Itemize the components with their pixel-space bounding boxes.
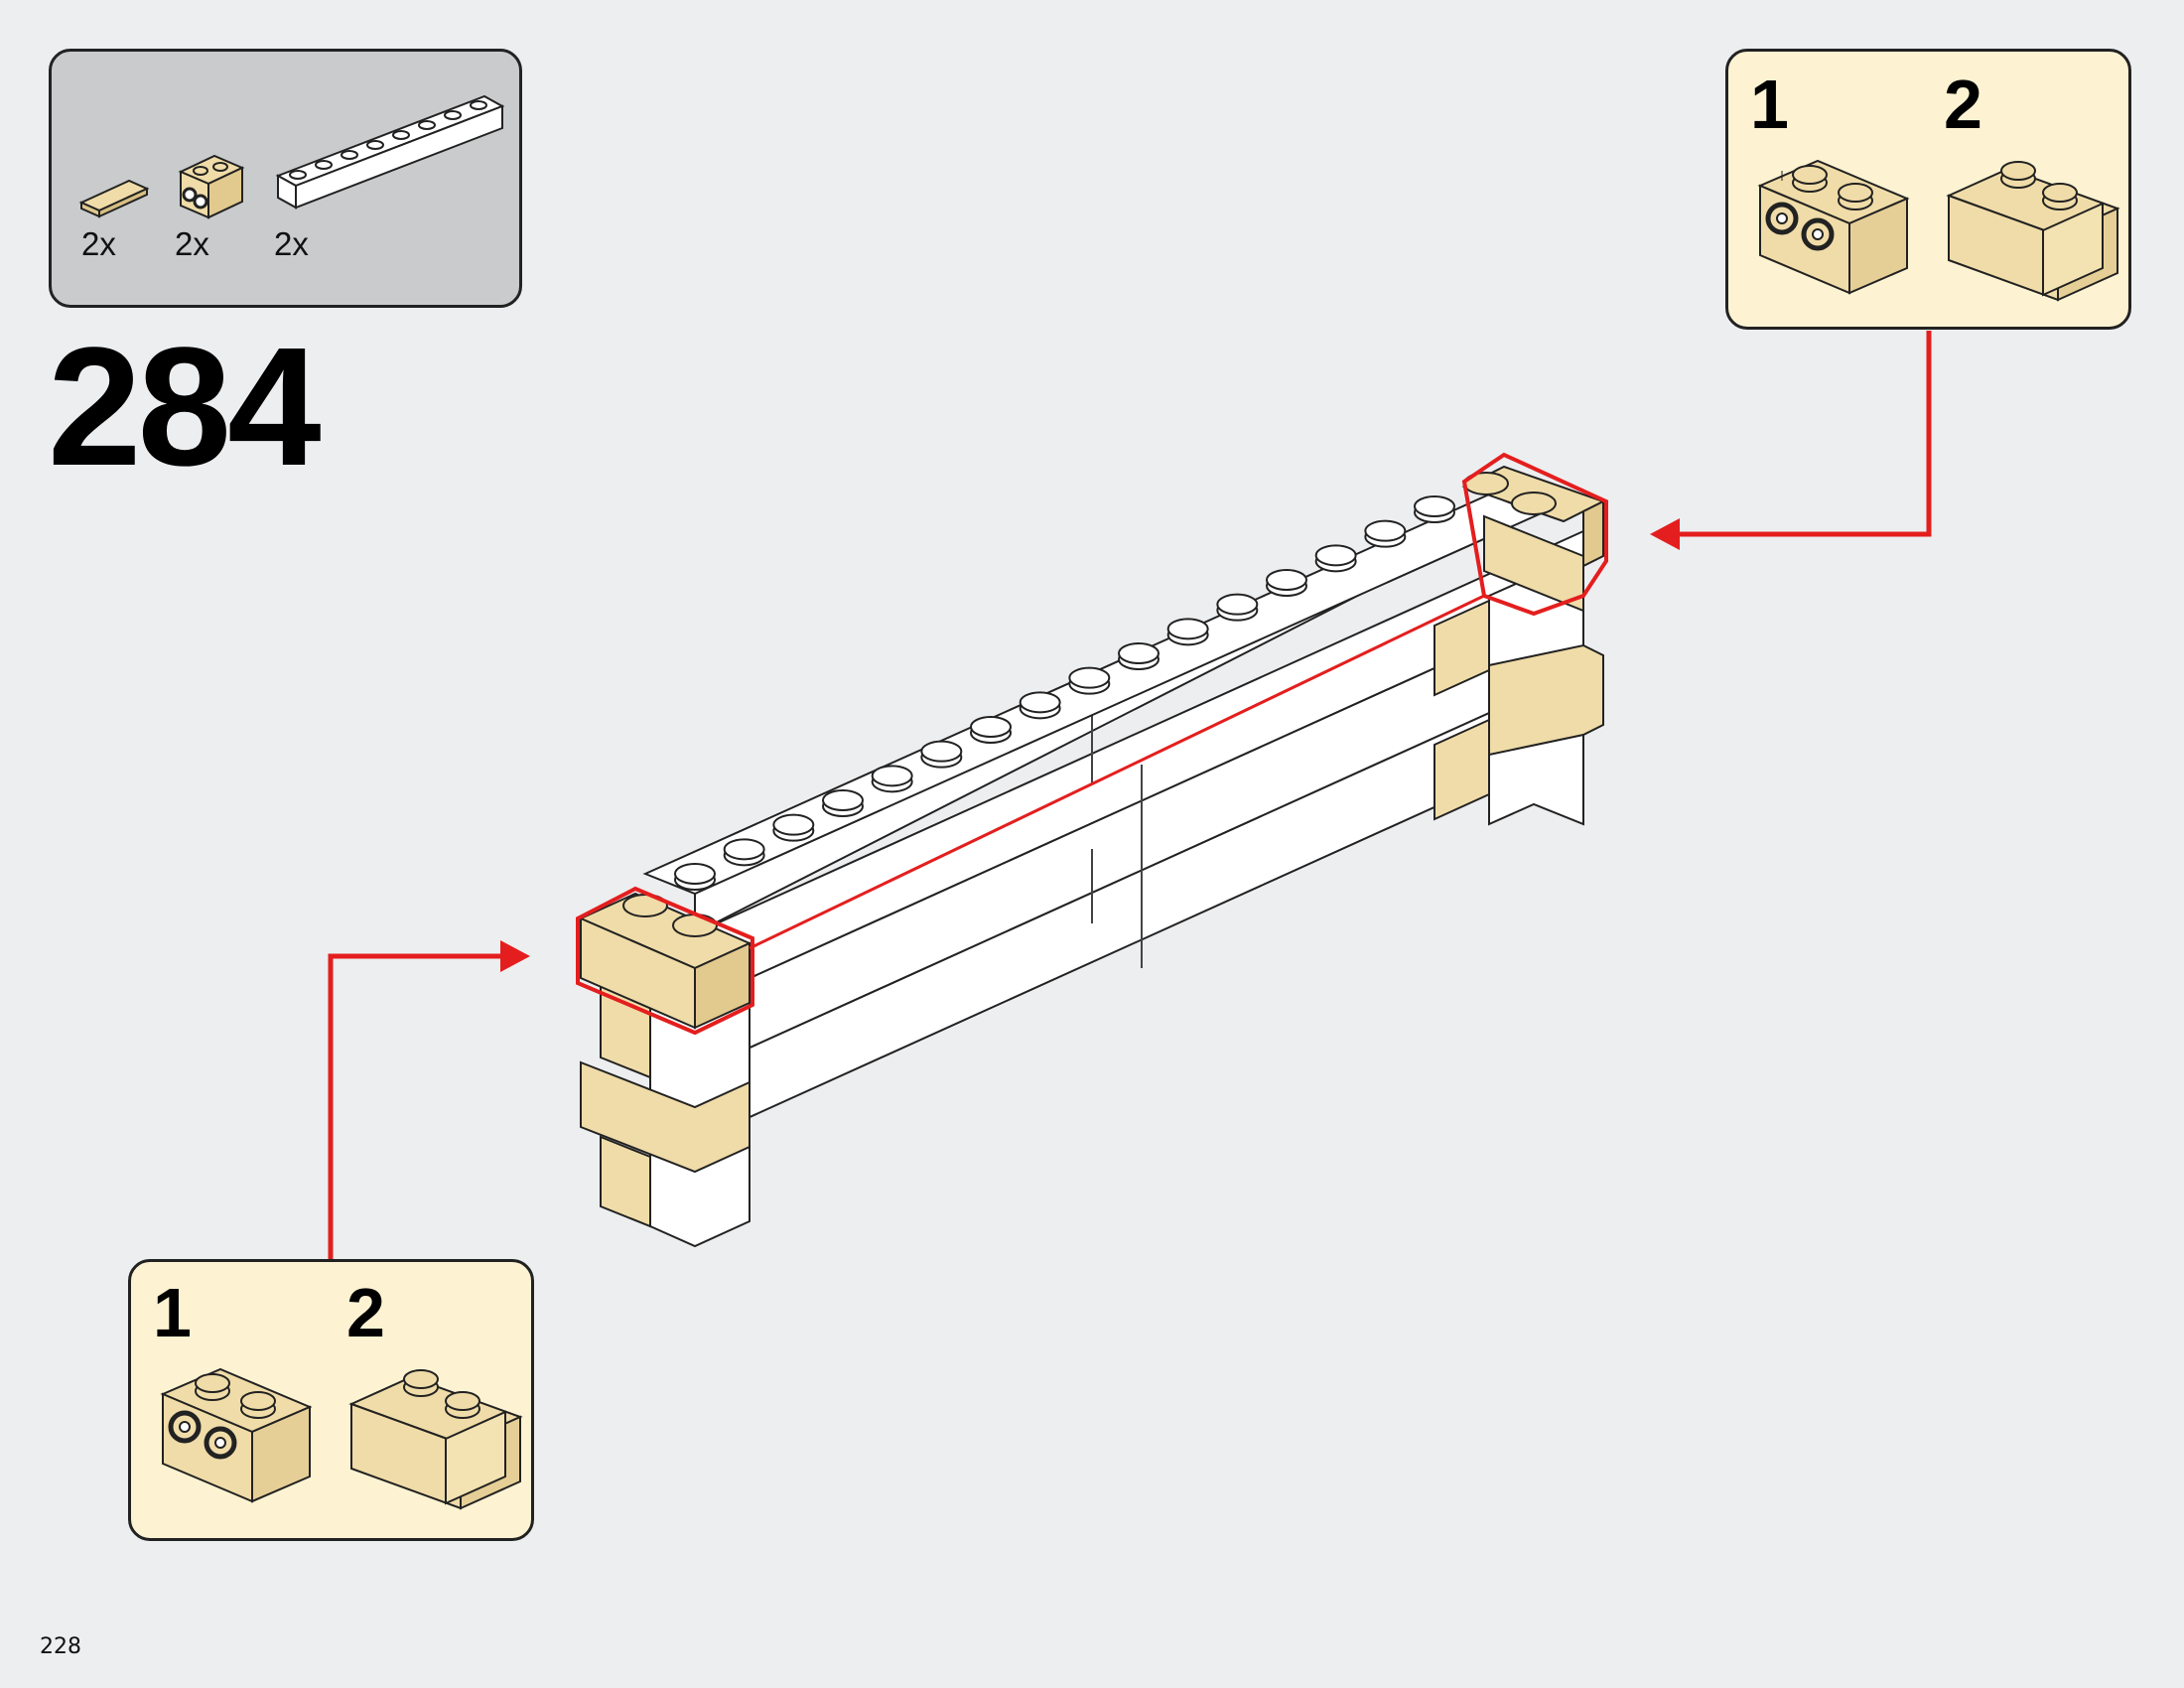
brick-side-studs-icon [160,1367,313,1503]
highlight-outline-right [1461,452,1608,617]
stud-top [1364,519,1407,542]
left-end-column [580,981,751,1248]
brick-1x8-white-icon [275,94,505,210]
subassembly-left-drawings [160,1367,523,1510]
stud-top [1068,666,1111,689]
stud-top [1216,593,1259,616]
parts-list-drawings [78,94,505,219]
substep-number-1: 1 [153,1274,192,1351]
right-top-tan-brick [1461,465,1606,613]
stud-top [772,813,815,836]
page-number: 228 [40,1634,81,1659]
subassembly-callout-left: 1 2 [128,1259,534,1541]
subassembly-callout-right: 1 2 [1725,49,2131,330]
part-qty-brick-1x8: 2x [274,225,309,262]
right-end-column [1433,574,1604,826]
stud-top [920,740,963,763]
stud-top [1118,642,1160,664]
part-qty-tile: 2x [81,225,116,262]
tile-1x2-tan-icon [78,179,150,218]
stud-top [1314,544,1357,567]
brick-1x2-studs-on-side-tan-icon [178,154,245,219]
stud-top [1414,495,1455,517]
substep-number-1: 1 [1750,66,1789,143]
brick-with-tile-icon [1946,161,2120,302]
stud-top [674,863,716,885]
parts-list-panel: 2x 2x 2x [49,49,522,308]
stud-top [822,789,864,811]
arrow-right-callout [1650,331,1932,550]
substep-number-2: 2 [346,1274,385,1351]
stud-top [871,765,913,787]
stud-top [723,838,765,861]
arrow-left-callout [328,940,530,1259]
stud-top [970,716,1012,738]
top-studs [674,495,1455,891]
stud-top [1266,569,1307,591]
brick-with-tile-icon [348,1369,523,1510]
stud-top [1166,618,1209,640]
substep-number-2: 2 [1944,66,1982,143]
left-top-tan-brick [578,892,752,1030]
part-qty-brick-side-studs: 2x [175,225,209,262]
stud-top [1019,691,1061,714]
subassembly-right-drawings [1757,159,2120,302]
highlight-outline-left [576,886,754,1036]
highlight-line-top-edge [749,594,1485,950]
step-number: 284 [48,313,322,501]
brick-side-studs-icon [1757,159,1910,295]
